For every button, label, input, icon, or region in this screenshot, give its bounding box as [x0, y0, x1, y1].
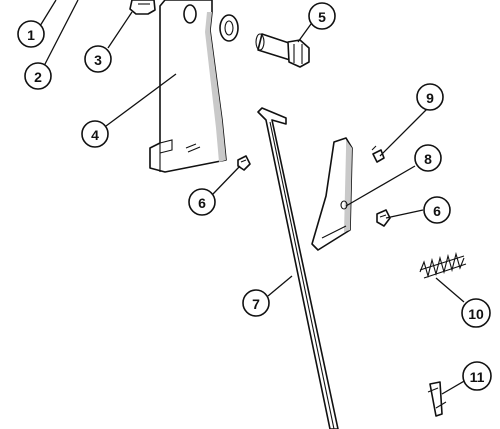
- callout-6-left: 6: [188, 188, 216, 216]
- callout-11-label: 11: [470, 369, 485, 385]
- leader-11: [441, 379, 467, 395]
- callout-10: 10: [461, 298, 491, 328]
- part-5-pivot-bolt: [255, 33, 310, 68]
- part-9-pin: [371, 145, 385, 163]
- leader-5: [297, 23, 312, 43]
- callout-3: 3: [84, 45, 112, 73]
- callout-8: 8: [414, 144, 442, 172]
- callout-4: 4: [81, 120, 109, 148]
- part-8-pedal-arm: [311, 137, 353, 251]
- callout-6-right: 6: [423, 196, 451, 224]
- leader-8: [345, 165, 416, 207]
- callout-3-label: 3: [94, 52, 102, 68]
- callout-8-label: 8: [424, 151, 432, 167]
- leader-6a: [212, 165, 241, 195]
- part-10-spring: [419, 251, 467, 279]
- callout-7-label: 7: [252, 296, 260, 312]
- callout-6-right-label: 6: [433, 203, 441, 219]
- part-11-cotter: [427, 381, 447, 417]
- leader-2: [43, 0, 79, 67]
- leader-6b: [385, 209, 424, 219]
- callout-7: 7: [242, 289, 270, 317]
- callout-5: 5: [308, 2, 336, 30]
- part-7-rod: [257, 107, 339, 429]
- callout-9-label: 9: [426, 90, 434, 106]
- callout-1-label: 1: [27, 27, 35, 43]
- part-6-clip-left: [237, 155, 251, 171]
- callout-9: 9: [416, 83, 444, 111]
- part-6-clip-right: [376, 209, 391, 227]
- callout-1: 1: [17, 20, 45, 48]
- part-3-bolt: [129, 0, 156, 15]
- part-4-bracket: [149, 0, 227, 173]
- callout-2: 2: [24, 62, 52, 90]
- leader-1: [39, 0, 57, 27]
- washer-top: [219, 14, 239, 42]
- callout-4-label: 4: [91, 127, 99, 143]
- leader-10: [435, 277, 465, 303]
- callout-6-left-label: 6: [198, 195, 206, 211]
- callout-11: 11: [462, 361, 492, 391]
- leader-7: [267, 275, 293, 297]
- callout-10-label: 10: [468, 306, 484, 322]
- callout-5-label: 5: [318, 9, 326, 25]
- leader-9: [379, 108, 428, 157]
- callout-2-label: 2: [34, 69, 42, 85]
- leader-lines: [39, 0, 467, 395]
- leader-3: [107, 11, 133, 49]
- leader-4: [105, 73, 177, 127]
